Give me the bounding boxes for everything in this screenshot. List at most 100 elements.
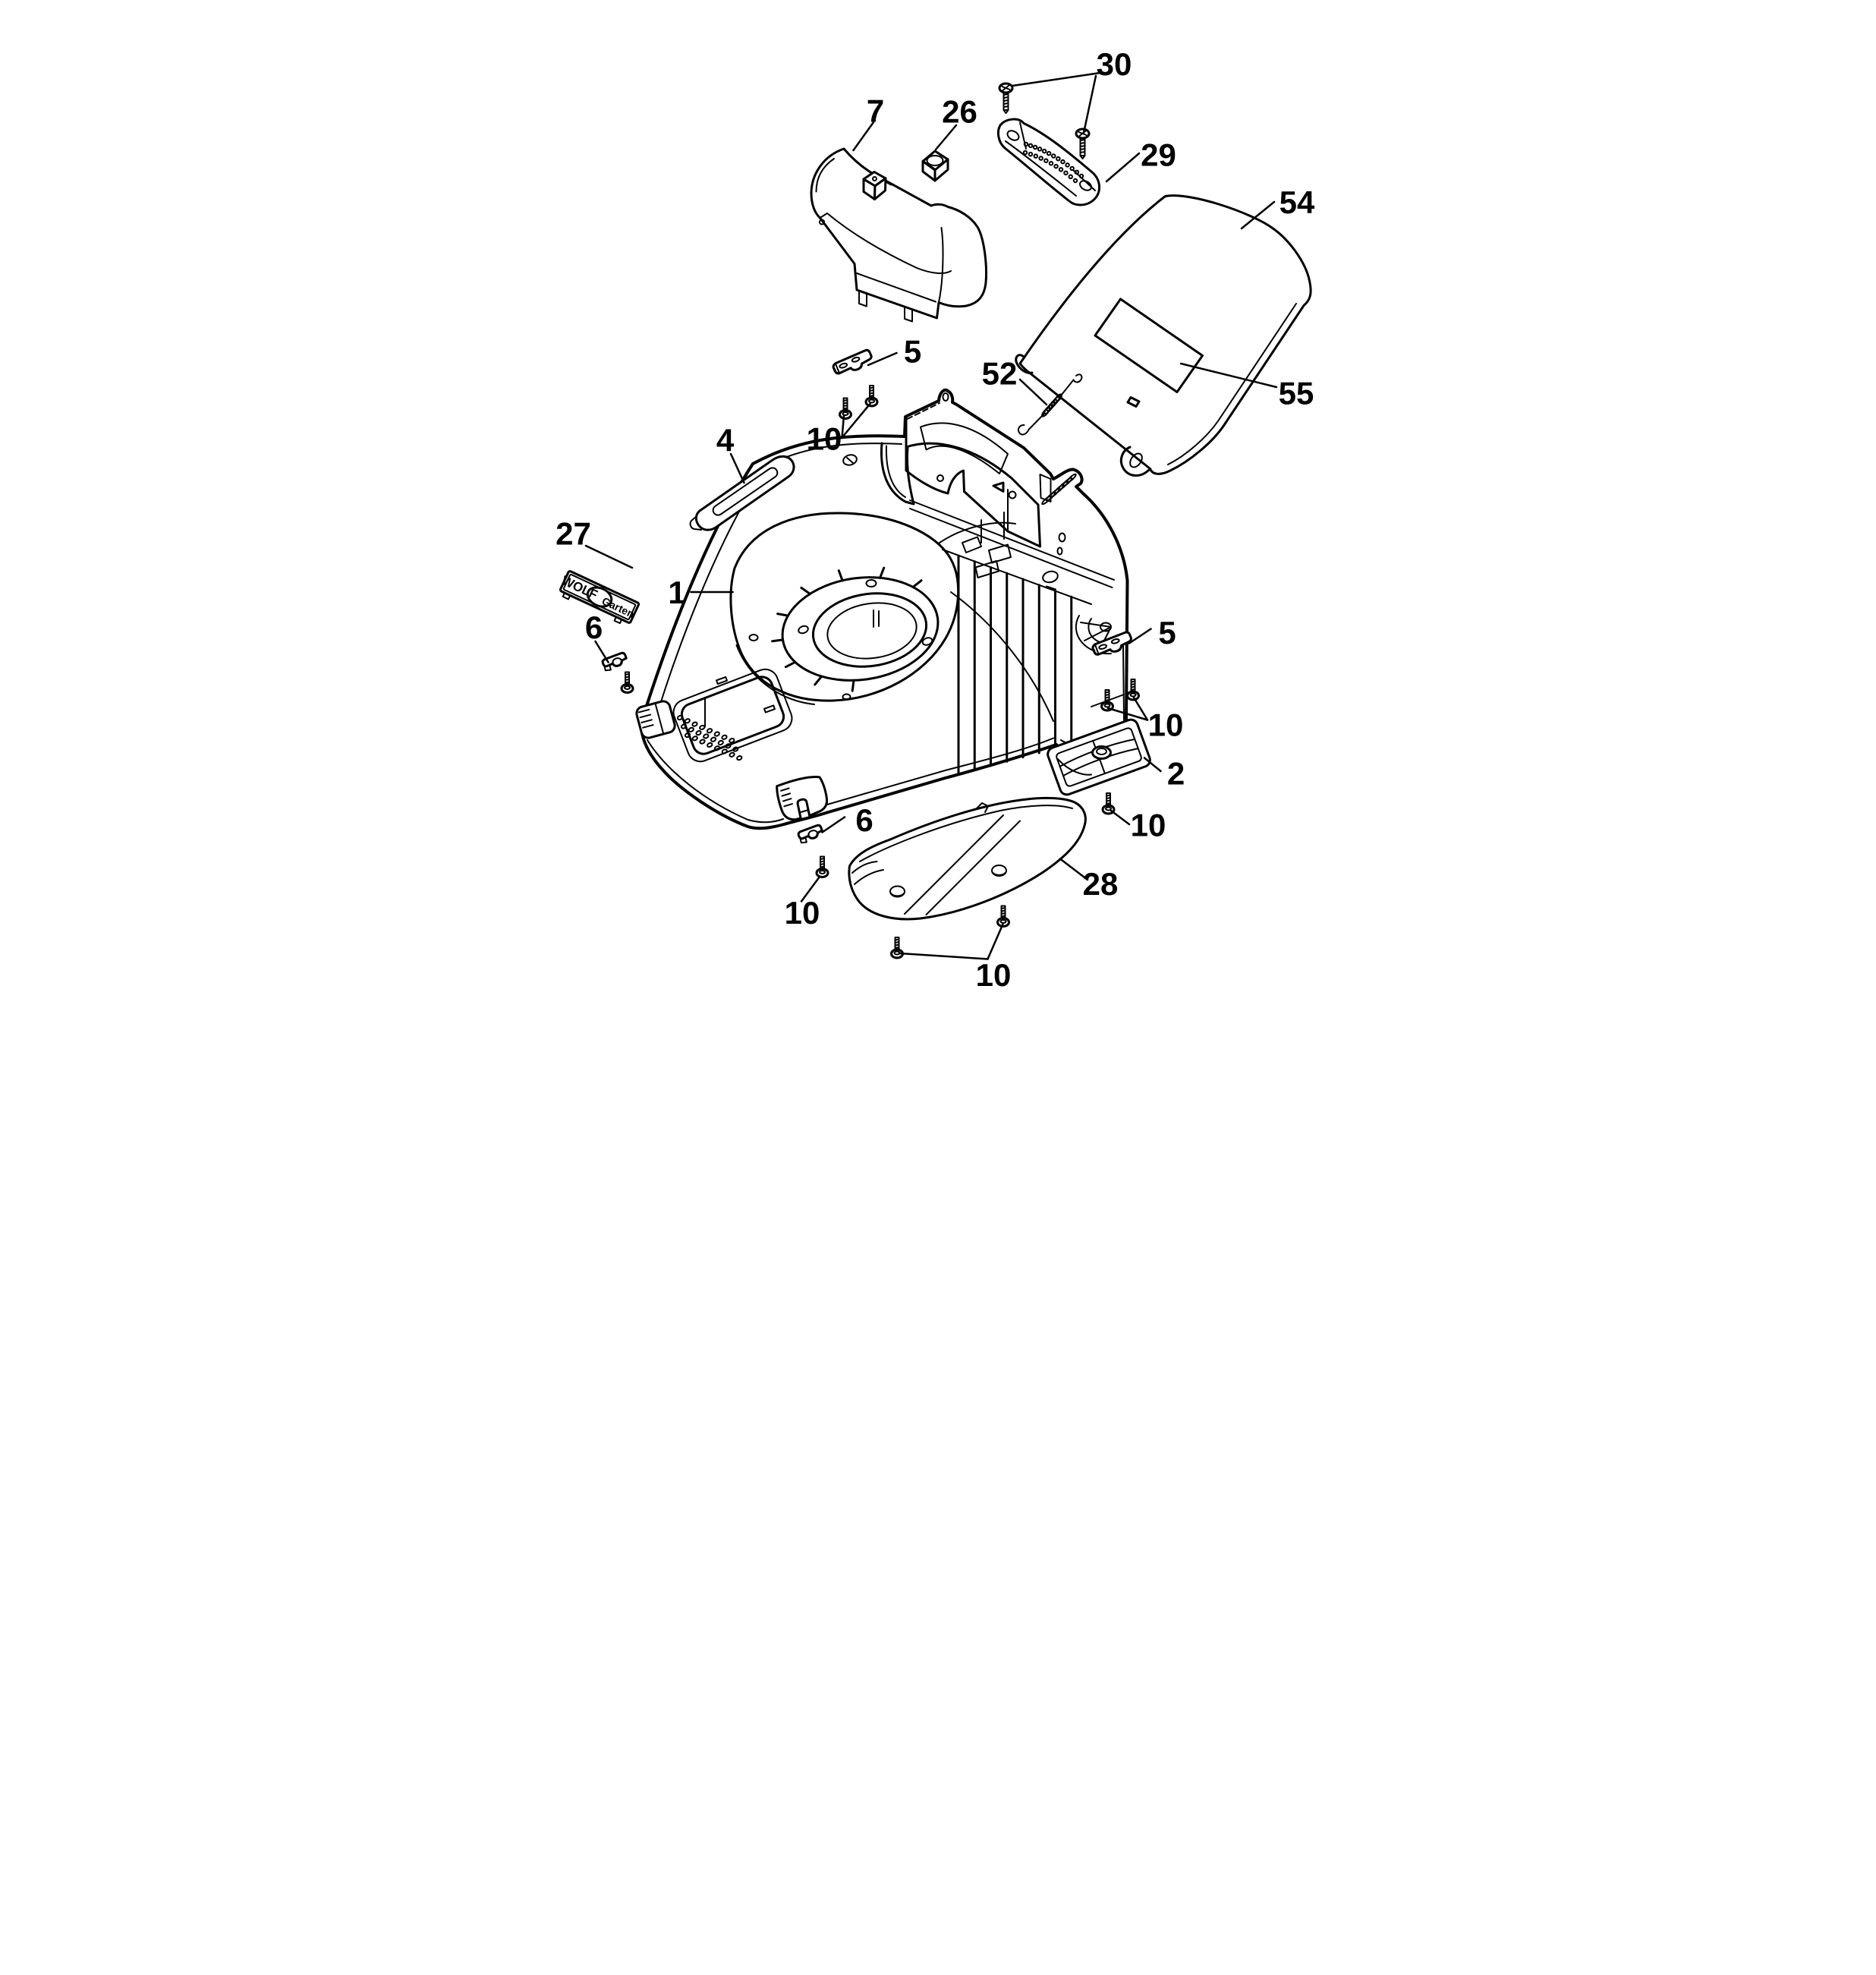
leader-line — [852, 121, 875, 152]
leader-line — [867, 351, 898, 367]
part-number-label: 10 — [785, 895, 820, 931]
leader-line — [1082, 74, 1097, 134]
part-callout-28-18: 28 — [1059, 858, 1119, 902]
leader-line — [821, 816, 846, 833]
part-callout-30-0: 30 — [1011, 46, 1132, 134]
switch-box — [905, 392, 1077, 556]
screw-icon-10 — [620, 671, 634, 694]
part-number-label: 10 — [807, 421, 842, 457]
part-callout-10-17: 10 — [1110, 808, 1166, 843]
torsion-spring-coil — [1041, 473, 1077, 506]
part-number-label: 4 — [716, 423, 735, 458]
part-callout-10-19: 10 — [785, 875, 821, 931]
motor-hood-part7 — [810, 147, 987, 323]
part-number-label: 10 — [976, 957, 1012, 988]
part-callout-5-6: 5 — [867, 334, 921, 370]
part-number-label: 7 — [867, 93, 884, 129]
flap-sticker-part55 — [1094, 298, 1204, 393]
fan-ring-fins — [771, 566, 923, 692]
part-callout-29-3: 29 — [1105, 137, 1176, 183]
wheel-bracket-center — [776, 776, 829, 821]
part-number-label: 27 — [556, 516, 591, 552]
vent-dimples — [676, 714, 743, 761]
brand-logo-oval — [586, 586, 613, 608]
part-callout-52-7: 52 — [982, 356, 1048, 406]
diagram-page: WOLF Garten — [469, 0, 1407, 988]
screw-icon-10 — [839, 397, 852, 420]
part-callout-6-12: 6 — [585, 610, 609, 663]
part-callout-26-2: 26 — [934, 94, 977, 151]
screw-icon-10 — [890, 936, 904, 959]
part-number-label: 29 — [1141, 137, 1176, 173]
leader-line — [841, 402, 871, 439]
part-number-label: 10 — [1148, 707, 1184, 743]
leader-line — [729, 452, 745, 484]
leader-line — [1128, 628, 1152, 644]
spring-coil — [1041, 393, 1062, 417]
part-callout-55-5: 55 — [1179, 362, 1314, 411]
leader-line — [594, 640, 609, 663]
part-callout-4-8: 4 — [716, 423, 745, 484]
deck-housing-part1 — [635, 388, 1129, 830]
screw-icon-10 — [815, 855, 829, 878]
mulch-insert-part2 — [1047, 718, 1151, 796]
leader-line — [841, 414, 845, 439]
leader-line — [584, 544, 634, 569]
part-number-label: 52 — [982, 356, 1018, 392]
screw-icon-30a — [998, 82, 1014, 115]
part-number-label: 30 — [1097, 46, 1132, 82]
leader-line — [1110, 809, 1131, 826]
part-callout-5-13: 5 — [1128, 615, 1176, 650]
grip-dimples — [1022, 141, 1084, 184]
part-callout-7-1: 7 — [852, 93, 884, 152]
leader-line — [934, 124, 958, 151]
leader-line — [1240, 200, 1276, 230]
tension-spring-part52 — [1017, 373, 1083, 436]
bumper-part28 — [848, 796, 1087, 921]
clamp-icon-5-top — [830, 348, 876, 378]
part-number-label: 5 — [1158, 615, 1176, 650]
part-callout-10-9: 10 — [807, 402, 871, 457]
part-number-label: 6 — [585, 610, 603, 645]
part-number-label: 1 — [668, 575, 685, 610]
leader-line — [800, 875, 821, 902]
switch-cap-part26 — [921, 150, 949, 182]
rear-flap-part54 — [1015, 194, 1312, 477]
part-callout-6-16: 6 — [821, 802, 873, 838]
interior-brackets — [939, 512, 1016, 578]
leader-line — [1105, 152, 1141, 183]
part-number-label: 26 — [942, 94, 977, 130]
part-callout-10-14: 10 — [1106, 696, 1184, 743]
part-callout-2-15: 2 — [1143, 756, 1185, 792]
screw-icon-30b — [1075, 128, 1091, 160]
exploded-parts-diagram: WOLF Garten — [469, 0, 1407, 988]
screw-icon-10 — [1100, 688, 1114, 712]
part-number-label: 2 — [1167, 756, 1185, 792]
clamp-icon-6-bottom — [796, 823, 826, 846]
leader-line — [1143, 757, 1162, 773]
leader-line — [1011, 71, 1101, 87]
leader-line — [1018, 378, 1048, 406]
leader-line — [898, 952, 989, 960]
part-number-label: 28 — [1083, 866, 1119, 902]
screw-icon-10 — [864, 384, 879, 408]
part-callout-1-11: 1 — [668, 575, 734, 610]
part-number-label: 5 — [904, 334, 921, 370]
part-number-label: 54 — [1280, 184, 1315, 220]
wheel-bracket-left — [635, 700, 676, 739]
handle-grip-part29 — [996, 118, 1100, 206]
part-number-label: 55 — [1279, 376, 1314, 411]
screw-icon-10 — [1126, 678, 1140, 701]
clamp-icon-6-left — [600, 650, 630, 673]
part-number-label: 6 — [855, 802, 873, 838]
leader-line — [1059, 858, 1089, 881]
part-callout-54-4: 54 — [1240, 184, 1315, 230]
part-number-label: 10 — [1131, 808, 1166, 843]
trim-strip-part4 — [689, 455, 795, 531]
part-callout-27-10: 27 — [556, 516, 634, 569]
rear-wall-ribs — [957, 554, 1073, 776]
part-callout-10-20: 10 — [898, 923, 1012, 988]
leader-line — [1179, 362, 1278, 389]
leader-line — [1106, 707, 1149, 721]
